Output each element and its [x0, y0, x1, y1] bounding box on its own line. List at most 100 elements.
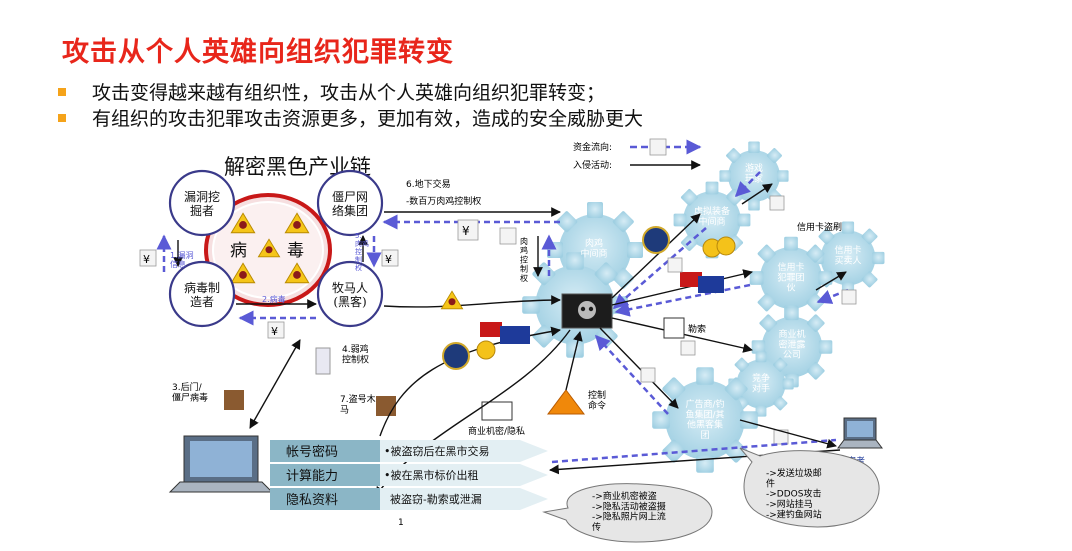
key-icon: [481, 401, 513, 421]
flow-backdoor: [249, 339, 301, 429]
gear-labels: 肉鸡中间商 游戏玩家 虚拟装备中间商 信用卡买卖人 信用卡犯罪团伙 商业机密泄露…: [580, 162, 861, 441]
victim-laptop-base: [837, 439, 883, 449]
flow-dealer-to-game: [741, 183, 773, 205]
credit-card-icon: [698, 276, 724, 293]
game-logo-icon: [442, 342, 470, 370]
actor-circle-herder: [316, 260, 384, 328]
control-label: 控制命令: [588, 389, 606, 411]
bubble-attack-text: ->发送垃圾邮件->DDOS攻击->网站挂马->建钓鱼网站: [766, 467, 822, 520]
flow-control-up: [565, 331, 583, 391]
ransom-icon: [663, 317, 685, 339]
card-theft-label: 信用卡盗刷: [797, 221, 842, 233]
actor-circle-vuln-miner: [168, 169, 236, 237]
gold-coins-icon: [716, 236, 736, 256]
label-virtual-dealer: 虚拟装备中间商: [694, 205, 730, 227]
flow-ad-to-victims: [739, 419, 837, 449]
legend-intrusion: 入侵活动:: [573, 159, 612, 171]
page-title: 攻击从个人英雄向组织犯罪转变: [62, 37, 454, 68]
legend-money-flow: 资金流向:: [573, 141, 612, 153]
actor-virus-maker: 病毒制造者: [184, 280, 220, 309]
edge-label-1: 1.漏洞信息: [170, 250, 194, 269]
actor-circle-virus-maker: [168, 260, 236, 328]
flow-hub-to-card: [611, 269, 753, 306]
flow-card-money: [614, 283, 751, 317]
bullet-text: 有组织的攻击犯罪攻击资源更多，更加有效，造成的安全威胁更大: [92, 108, 644, 130]
victim-laptop-screen: [847, 421, 873, 437]
table-desc: •被在黑市标价出租: [384, 468, 479, 482]
actor-circle-botnet: [316, 169, 384, 237]
table-desc: •被盗窃后在黑市交易: [384, 444, 490, 458]
bullet-marker: [58, 113, 66, 122]
label-meat-broker: 肉鸡中间商: [580, 237, 607, 259]
hub-label: 商业机密/隐私: [468, 425, 525, 437]
yen-icon: [457, 219, 479, 241]
credit-card-icon: [480, 322, 502, 337]
label-ad-group: 广告商/钓鱼集团/其他黑客集团: [685, 398, 724, 441]
data-table: 帐号密码 •被盗窃后在黑市交易 计算能力 •被在黑市标价出租 隐私资料 被盗窃-…: [270, 440, 548, 510]
edge-label-5: 5.肉鸡控制权: [355, 232, 369, 272]
yen-icon: [381, 249, 399, 267]
actor-herder: 牧马人(黑客): [332, 281, 368, 309]
flow-hub-to-ad: [599, 327, 679, 409]
virus-label-2: 毒: [287, 241, 304, 261]
bullet-text: 攻击变得越来越有组织性，攻击从个人英雄向组织犯罪转变；: [92, 82, 606, 104]
skull-eye: [580, 306, 586, 312]
table-row: [270, 440, 380, 462]
table-label: 帐号密码: [286, 444, 338, 460]
yen-symbol: ¥: [462, 224, 470, 238]
yen-icon: [667, 257, 683, 273]
label-commerce: 商业机密泄露公司: [778, 328, 805, 361]
table-row: [380, 440, 520, 462]
trojan-icon: [376, 396, 396, 416]
table-row: [270, 488, 380, 510]
skull-eye: [588, 306, 594, 312]
label-card-buyer: 信用卡买卖人: [834, 244, 861, 266]
yen-symbol: ¥: [385, 253, 392, 266]
ransom-label: 勒索: [688, 323, 706, 335]
laptop-screen: [190, 441, 252, 477]
yen-icon: [267, 321, 285, 339]
hazard-icon: [440, 290, 464, 310]
trojan-icon: [224, 390, 244, 410]
edge-label-6: 6.地下交易: [406, 178, 451, 190]
bullet-item: 有组织的攻击犯罪攻击资源更多，更加有效，造成的安全威胁更大: [58, 104, 643, 131]
flow-game-money: [734, 171, 761, 198]
edge-label-3: 3.后门/僵尸病毒: [172, 381, 208, 403]
flow-ad-money: [594, 334, 669, 415]
table-desc: 被盗窃-勒索或泄漏: [390, 492, 482, 506]
edge-label-meat: 肉鸡控制权: [520, 236, 528, 283]
edge-label-7: 7.盗号木马: [340, 393, 376, 415]
gold-coins-icon: [476, 340, 496, 360]
edge-label-2: 2.病毒: [262, 294, 286, 304]
table-row: [270, 464, 380, 486]
table-row: [380, 488, 520, 510]
page-number: 1: [398, 518, 404, 528]
table-label: 计算能力: [286, 469, 338, 484]
table-row-arrow: [520, 488, 548, 510]
flow-herder-to-hub: [383, 295, 561, 308]
table-label: 隐私资料: [286, 493, 338, 508]
yen-icon: [773, 429, 789, 445]
actor-botnet: 僵尸网络集团: [332, 190, 368, 218]
yen-icon: [640, 367, 656, 383]
actor-vuln-miner: 漏洞挖掘者: [184, 189, 220, 218]
yen-symbol: ¥: [143, 253, 150, 266]
game-logo-icon: [642, 226, 670, 254]
flow-dealer-money: [612, 227, 707, 309]
table-row-arrow: [520, 440, 548, 462]
bullet-item: 攻击变得越来越有组织性，攻击从个人英雄向组织犯罪转变；: [58, 78, 605, 105]
flow-victims-money: [551, 438, 837, 464]
bullet-marker: [58, 87, 66, 96]
credit-card-icon: [500, 326, 530, 344]
chicken-icon: [315, 347, 331, 375]
label-competitor: 竞争对手: [752, 372, 770, 394]
flow-group-to-buyer: [815, 271, 847, 291]
edge-label-4: 4.弱鸡控制权: [342, 343, 369, 365]
skull-icon: [578, 301, 596, 319]
virus-label-1: 病: [230, 241, 247, 261]
warning-icon: [547, 389, 585, 415]
yen-icon: [139, 249, 157, 267]
yen-icon: [499, 227, 517, 245]
credit-card-icon: [680, 272, 702, 287]
